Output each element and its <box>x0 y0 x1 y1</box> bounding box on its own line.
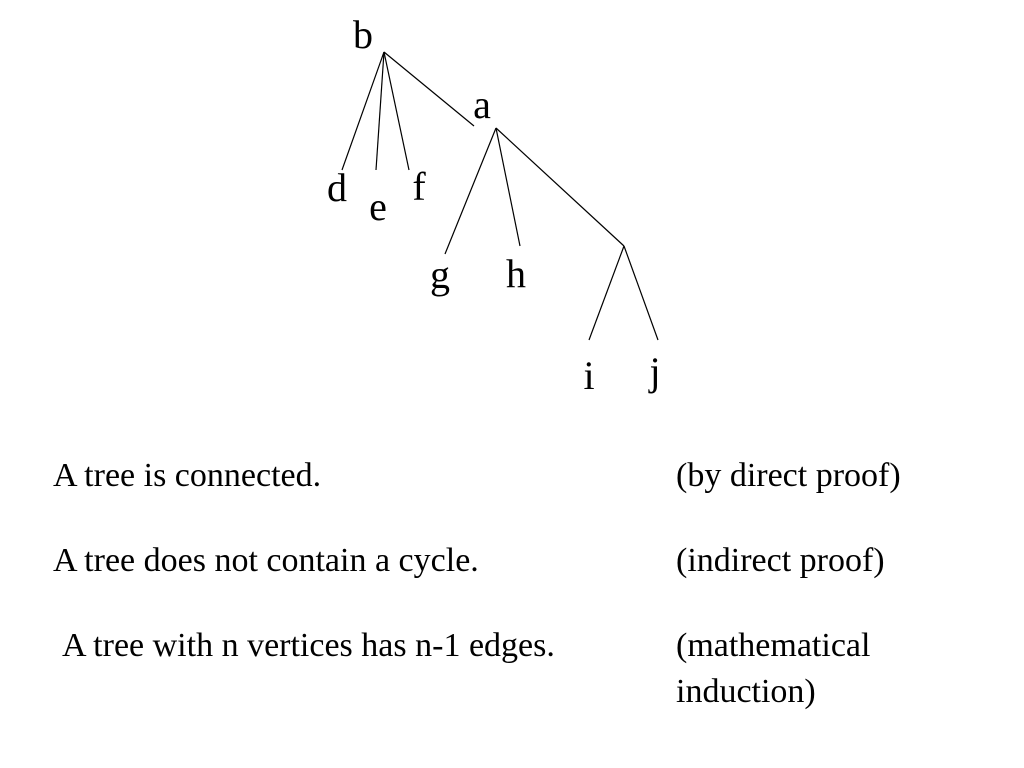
edge-a-unlabeled <box>495 127 625 247</box>
node-h-label: h <box>506 251 526 296</box>
edge-b-a <box>383 51 475 127</box>
edge-b-e <box>375 51 385 171</box>
node-d-label: d <box>327 165 347 210</box>
node-f-label: f <box>412 164 426 209</box>
fact-proof-method: (by direct proof) <box>676 457 901 494</box>
node-i-label: i <box>583 353 594 398</box>
node-g-label: g <box>430 252 450 297</box>
edge-unlabeled-i <box>588 245 625 341</box>
edge-a-h <box>495 127 521 247</box>
node-e-label: e <box>369 184 387 229</box>
fact-statement: A tree is connected. <box>53 457 322 494</box>
edge-b-f <box>383 51 410 171</box>
tree-diagram: b a d e f g h i j <box>327 12 661 398</box>
edge-b-d <box>341 51 385 171</box>
node-a-label: a <box>473 82 491 127</box>
fact-proof-method: (mathematical induction) <box>676 627 871 710</box>
node-j-label: j <box>647 349 660 394</box>
edge-unlabeled-j <box>623 245 659 341</box>
fact-statement: A tree with n vertices has n-1 edges. <box>62 627 555 664</box>
fact-statement: A tree does not contain a cycle. <box>53 542 479 579</box>
edge-a-g <box>444 127 497 255</box>
fact-proof-method: (indirect proof) <box>676 542 885 579</box>
node-b-label: b <box>353 12 373 57</box>
